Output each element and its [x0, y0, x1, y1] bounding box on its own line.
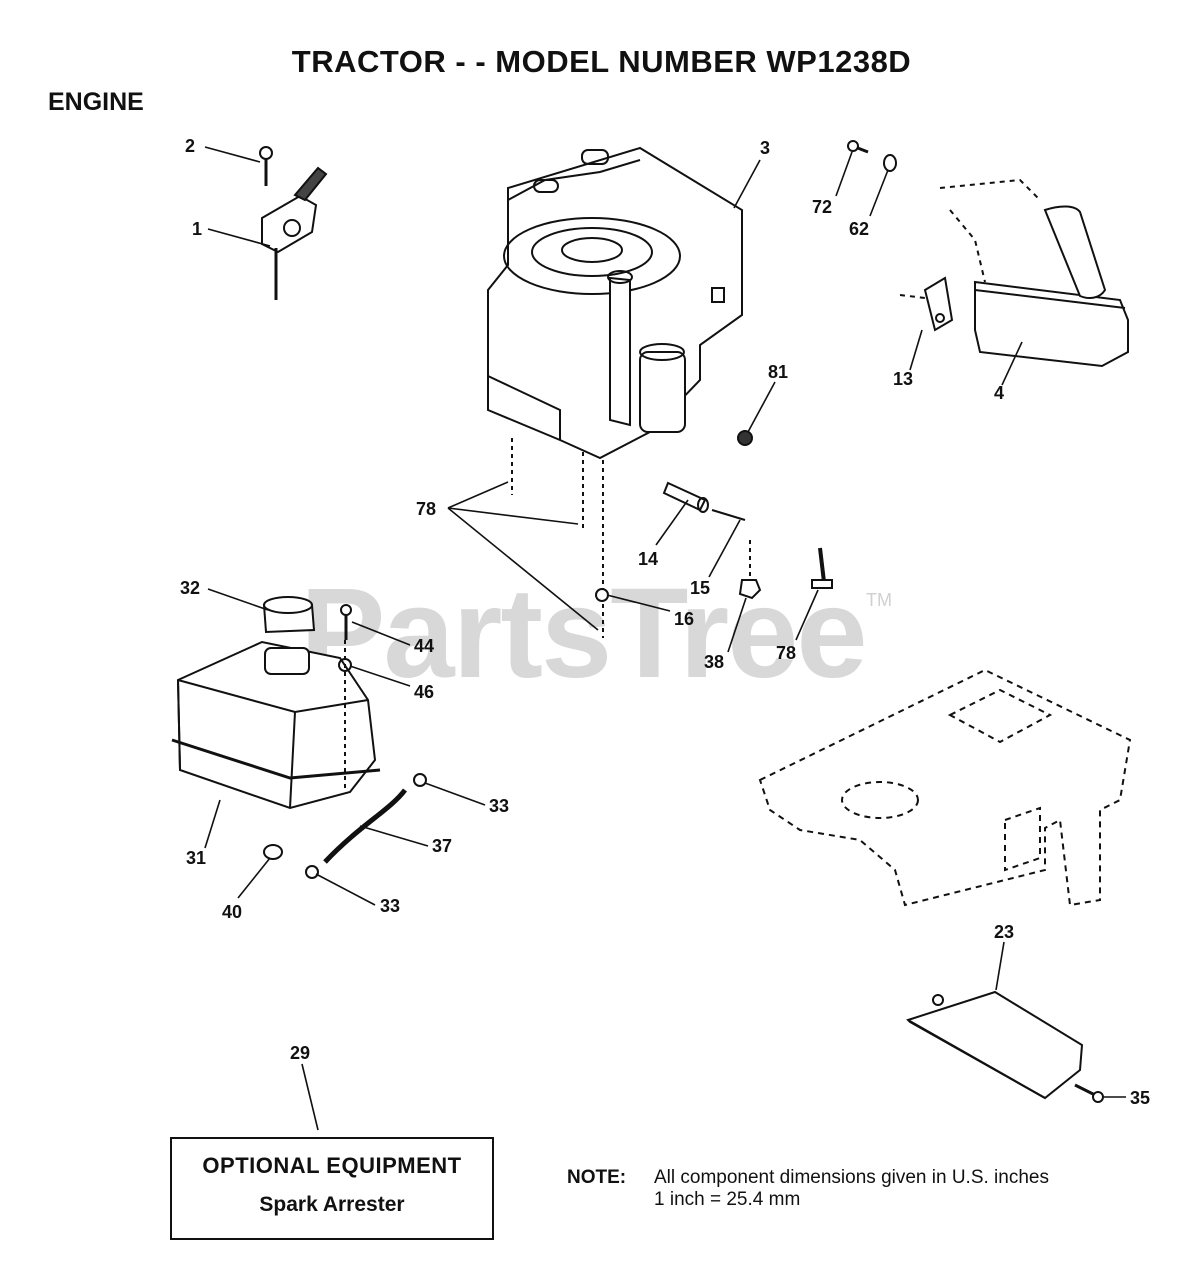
nut-part — [711, 509, 762, 600]
callout-1: 1 — [192, 219, 203, 239]
callout-33: 33 — [489, 796, 510, 816]
muffler-bracket-part — [899, 276, 954, 332]
fuel-tank-part — [171, 640, 381, 810]
callout-33-lower: 33 — [380, 896, 401, 916]
section-heading: ENGINE — [48, 88, 144, 116]
callout-62: 62 — [849, 219, 870, 239]
note-label: NOTE: — [567, 1167, 627, 1188]
callout-37: 37 — [432, 836, 453, 856]
callout-2: 2 — [185, 136, 196, 156]
fuel-hose-part — [323, 788, 407, 864]
callout-leader-lines — [204, 146, 1126, 1131]
engine-mount-bolts — [511, 438, 604, 638]
hose-clamp-part — [305, 773, 427, 879]
note-line-1: All component dimensions given in U.S. i… — [654, 1167, 1049, 1188]
bolt-part — [811, 547, 833, 589]
callout-38: 38 — [704, 652, 725, 672]
callout-16: 16 — [674, 609, 695, 629]
callout-72: 72 — [812, 197, 833, 217]
callout-29: 29 — [290, 1043, 311, 1063]
watermark-trademark: TM — [866, 590, 892, 610]
callout-4: 4 — [994, 383, 1005, 403]
callout-15: 15 — [690, 578, 711, 598]
fuel-filter-part — [662, 481, 709, 513]
callout-13: 13 — [893, 369, 914, 389]
washer-part — [338, 640, 352, 790]
callout-35: 35 — [1130, 1088, 1151, 1108]
screw-part — [340, 604, 352, 640]
callout-46: 46 — [414, 682, 435, 702]
fuel-cap-part — [262, 596, 316, 634]
engine-part — [487, 146, 743, 460]
muffler-part — [939, 178, 1129, 368]
callout-14: 14 — [638, 549, 659, 569]
optional-equipment-box: OPTIONAL EQUIPMENT Spark Arrester — [170, 1137, 494, 1240]
callout-44: 44 — [414, 636, 435, 656]
optional-equipment-item: Spark Arrester — [259, 1193, 405, 1216]
lock-washer-part — [883, 154, 897, 172]
grommet-part — [263, 844, 283, 860]
callout-23: 23 — [994, 922, 1015, 942]
callout-81: 81 — [768, 362, 789, 382]
callout-78-bolt: 78 — [776, 643, 797, 663]
callout-31: 31 — [186, 848, 207, 868]
callout-3: 3 — [760, 138, 771, 158]
callout-32: 32 — [180, 578, 201, 598]
optional-equipment-heading: OPTIONAL EQUIPMENT — [202, 1153, 462, 1178]
heat-shield-screw-part — [1074, 1083, 1104, 1103]
throttle-control-part — [259, 146, 328, 300]
callout-40: 40 — [222, 902, 243, 922]
callout-78: 78 — [416, 499, 437, 519]
muffler-bolt-part — [847, 140, 869, 154]
heat-shield-part — [906, 990, 1084, 1100]
tractor-frame — [758, 668, 1132, 907]
diagram-title: TRACTOR - - MODEL NUMBER WP1238D — [291, 44, 912, 79]
note-line-2: 1 inch = 25.4 mm — [654, 1189, 801, 1210]
